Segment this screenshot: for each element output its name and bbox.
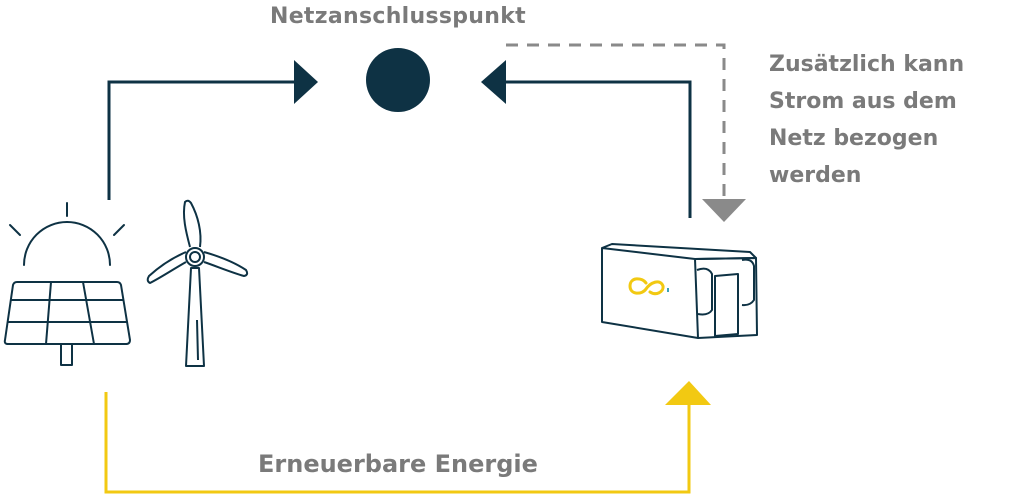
battery-storage-icon — [601, 243, 758, 339]
wind-turbine-icon — [146, 199, 249, 367]
arrowhead-right — [294, 60, 318, 104]
grid-connection-point — [366, 48, 430, 112]
arrow-storage-to-grid — [481, 60, 692, 218]
arrow-line — [107, 80, 296, 200]
arrow-renewable-energy — [104, 381, 711, 494]
arrow-line — [505, 80, 692, 218]
arrow-renewables-to-grid — [107, 60, 318, 200]
arrowhead-up — [665, 381, 711, 405]
arrowhead-left — [481, 60, 506, 104]
infinity-logo-icon — [628, 277, 665, 296]
arrowhead-down — [702, 199, 746, 222]
yellow-line — [104, 392, 691, 494]
arrow-grid-to-storage-dashed — [506, 43, 746, 222]
grid-point-label: Netzanschlusspunkt — [270, 4, 526, 29]
renewable-energy-label: Erneuerbare Energie — [258, 450, 538, 478]
grid-supply-note: Zusätzlich kann Strom aus dem Netz bezog… — [769, 52, 965, 188]
dashed-line — [506, 43, 726, 200]
solar-panel-icon — [3, 202, 131, 366]
